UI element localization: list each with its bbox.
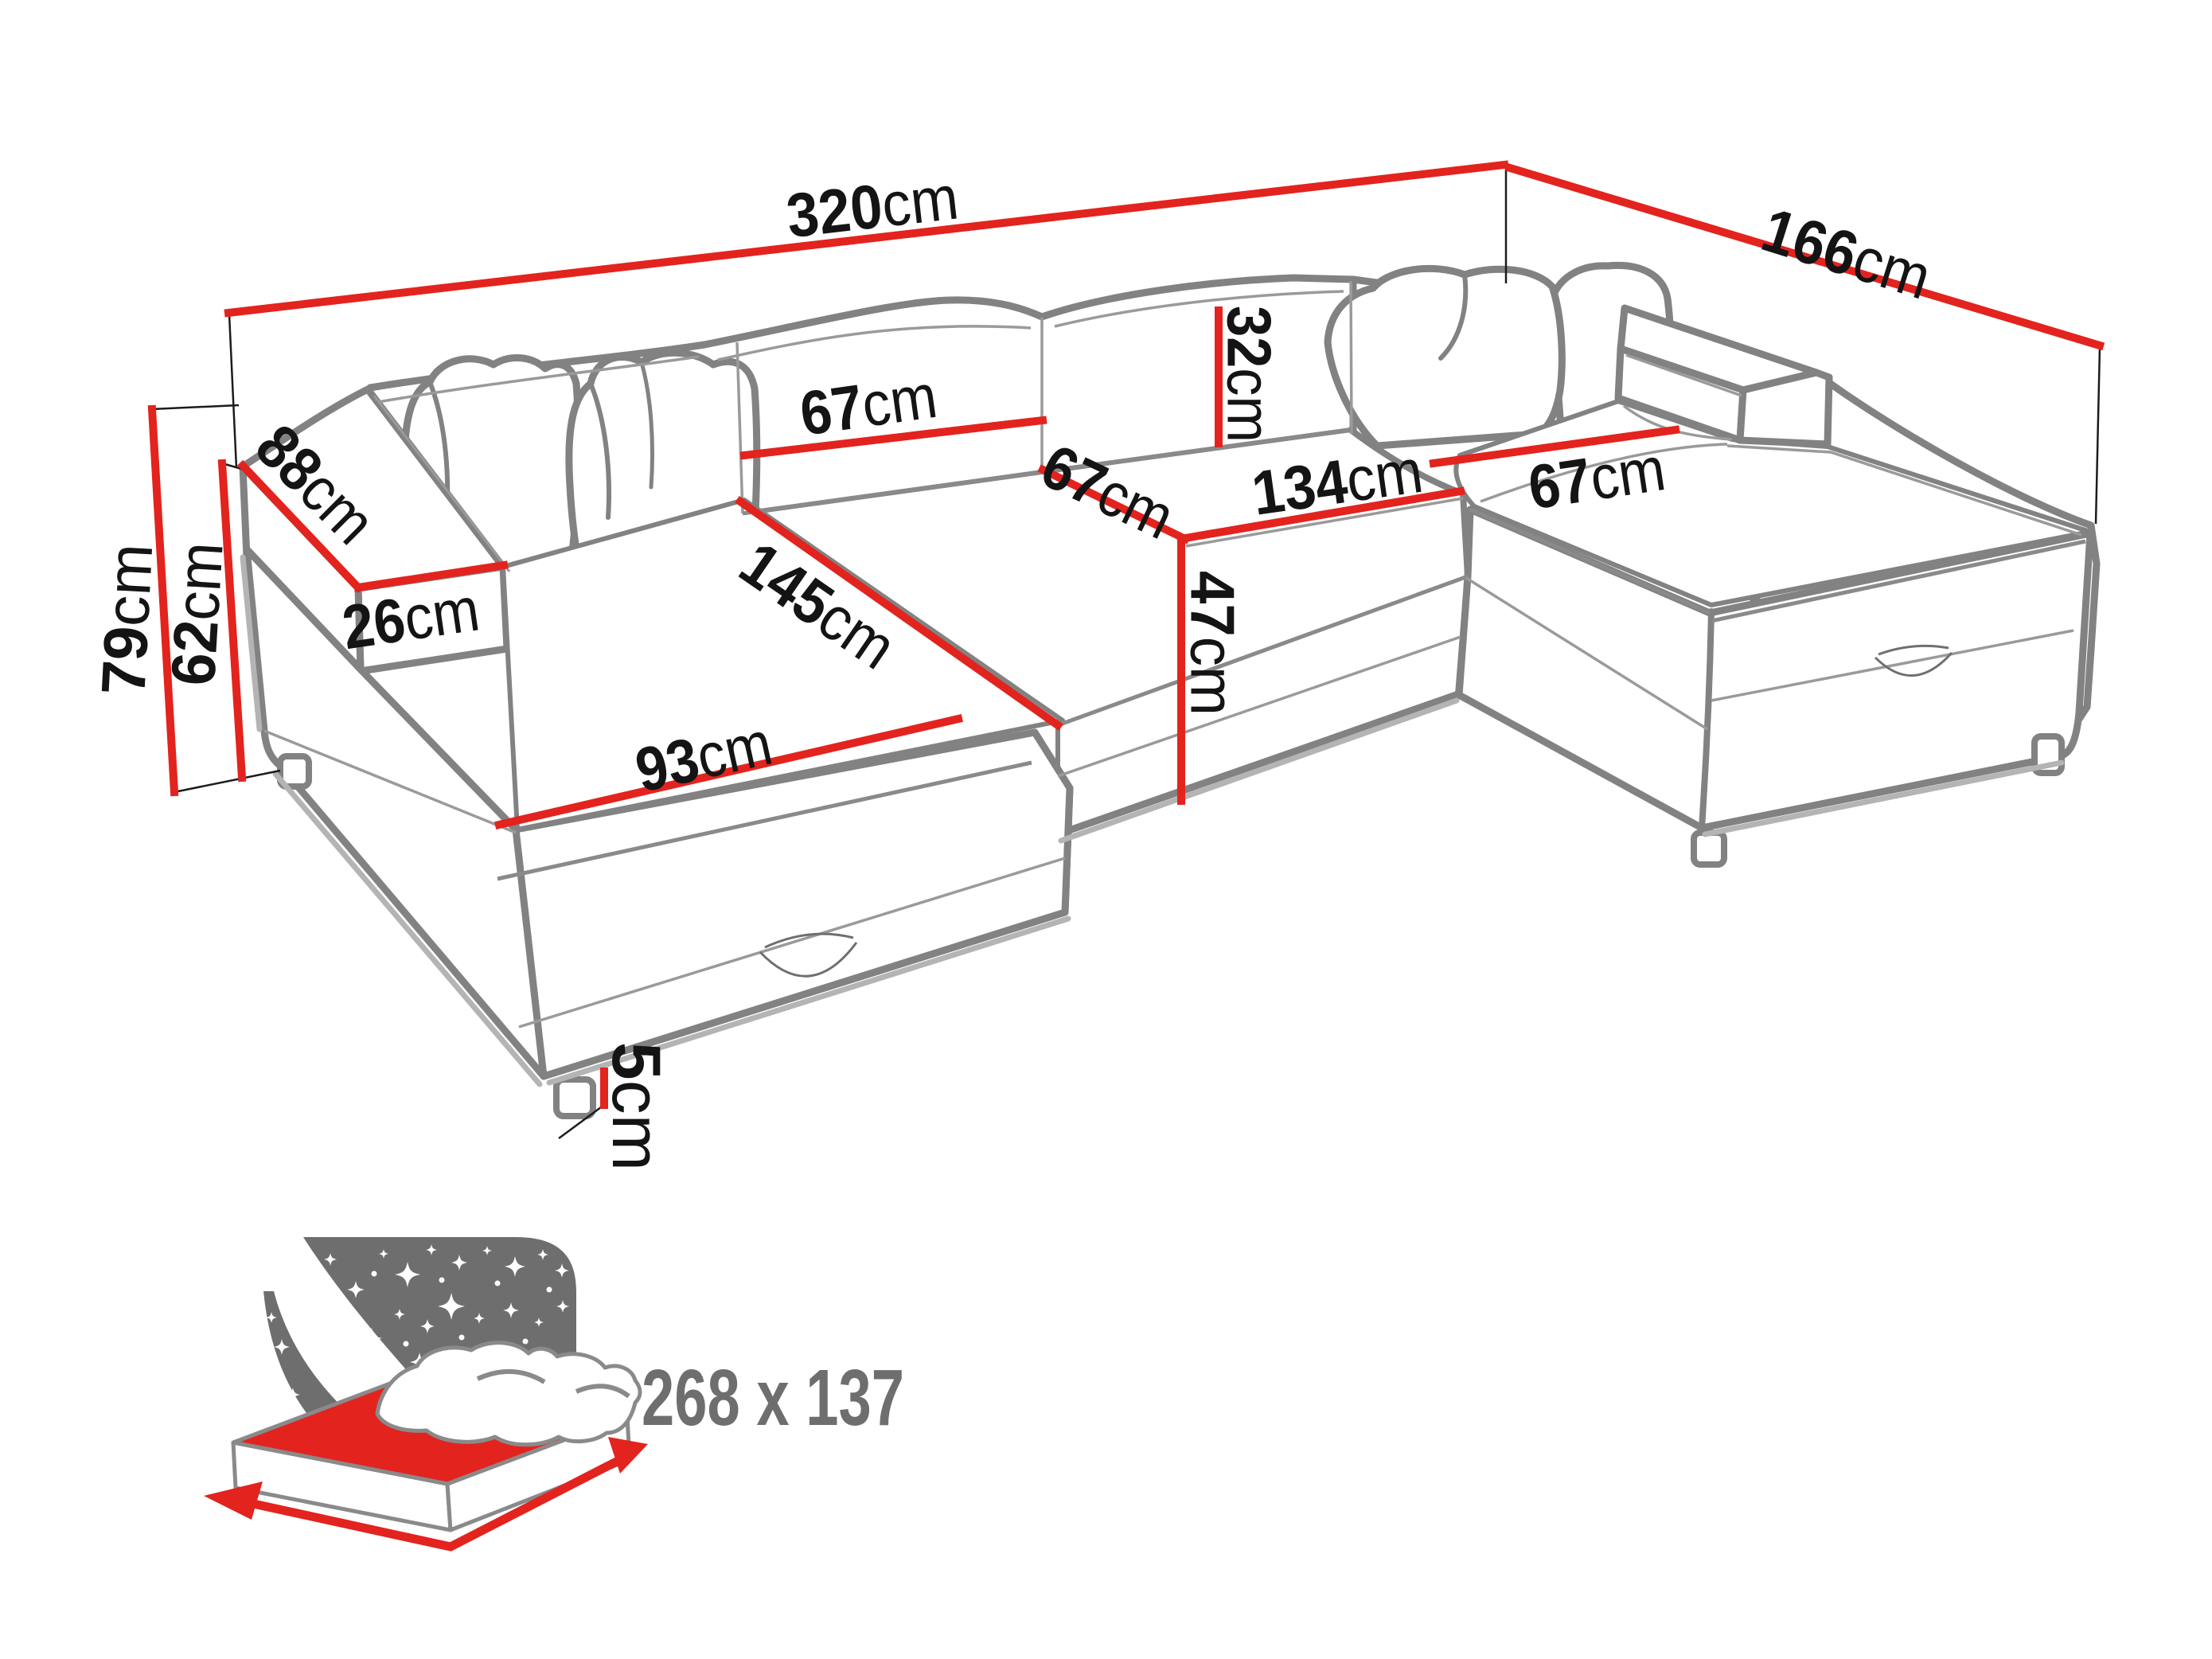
svg-text:47cm: 47cm (1178, 571, 1248, 716)
svg-text:268 x 137: 268 x 137 (642, 1353, 904, 1442)
svg-text:79cm: 79cm (88, 542, 166, 697)
svg-text:93cm: 93cm (630, 708, 778, 806)
svg-text:134cm: 134cm (1247, 435, 1426, 529)
svg-text:67cm: 67cm (796, 361, 942, 449)
svg-text:5cm: 5cm (598, 1042, 674, 1171)
svg-text:67cm: 67cm (1523, 433, 1669, 522)
svg-text:62cm: 62cm (158, 541, 236, 688)
svg-text:26cm: 26cm (338, 573, 484, 662)
svg-text:320cm: 320cm (783, 162, 962, 251)
svg-text:32cm: 32cm (1215, 306, 1285, 443)
